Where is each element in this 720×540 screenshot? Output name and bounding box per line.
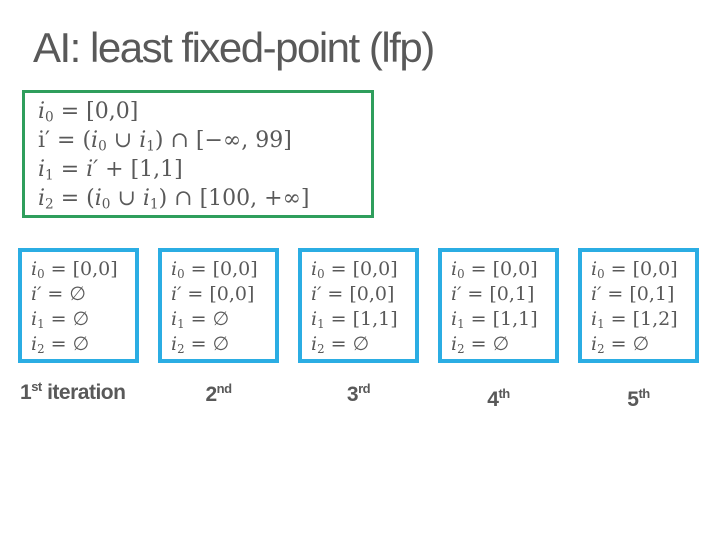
iteration-label-3-number: 3 xyxy=(346,383,359,406)
definition-equation-i1: i1 = i′ + [1,1] xyxy=(38,157,183,184)
iteration-label-2: 2nd xyxy=(158,381,279,407)
iteration-3-line-iprime: i′ = [0,0] xyxy=(311,283,395,305)
iteration-5-line-i2: i2 = ∅ xyxy=(591,333,650,356)
definition-equation-iprime: i′ = (i0 ∪ i1) ∩ [−∞, 99] xyxy=(38,128,292,155)
iteration-box-2: i0 = [0,0] i′ = [0,0] i1 = ∅ i2 = ∅ xyxy=(158,248,279,363)
slide-title: AI: least fixed-point (lfp) xyxy=(33,24,435,71)
iteration-box-5: i0 = [0,0] i′ = [0,1] i1 = [1,2] i2 = ∅ xyxy=(578,248,699,363)
iteration-label-5-number: 5 xyxy=(627,388,639,411)
iteration-3-line-i0: i0 = [0,0] xyxy=(311,258,398,281)
iteration-2-line-i0: i0 = [0,0] xyxy=(171,258,258,281)
iteration-label-3-ordinal: rd xyxy=(358,381,371,396)
iteration-label-1-text: iteration xyxy=(41,381,126,404)
iteration-4-line-iprime: i′ = [0,1] xyxy=(451,283,535,305)
iteration-1-line-i2: i2 = ∅ xyxy=(31,333,90,356)
iteration-label-1-ordinal: st xyxy=(31,379,42,394)
iteration-1-line-iprime: i′ = ∅ xyxy=(31,283,86,305)
iteration-4-line-i2: i2 = ∅ xyxy=(451,333,510,356)
iteration-label-5: 5th xyxy=(578,386,699,412)
iteration-box-3: i0 = [0,0] i′ = [0,0] i1 = [1,1] i2 = ∅ xyxy=(298,248,419,363)
iteration-label-4-number: 4 xyxy=(487,388,499,411)
iteration-1-line-i1: i1 = ∅ xyxy=(31,308,90,331)
iteration-5-line-i0: i0 = [0,0] xyxy=(591,258,678,281)
iteration-label-2-number: 2 xyxy=(205,383,217,406)
iteration-label-4: 4th xyxy=(438,386,559,412)
iteration-label-1: 1st iteration xyxy=(20,379,141,405)
iteration-box-4: i0 = [0,0] i′ = [0,1] i1 = [1,1] i2 = ∅ xyxy=(438,248,559,363)
iteration-box-1: i0 = [0,0] i′ = ∅ i1 = ∅ i2 = ∅ xyxy=(18,248,139,363)
iteration-3-line-i2: i2 = ∅ xyxy=(311,333,370,356)
iteration-4-line-i0: i0 = [0,0] xyxy=(451,258,538,281)
iteration-label-5-ordinal: th xyxy=(638,386,650,401)
iteration-5-line-iprime: i′ = [0,1] xyxy=(591,283,675,305)
iteration-label-3: 3rd xyxy=(298,381,419,407)
iteration-2-line-iprime: i′ = [0,0] xyxy=(171,283,255,305)
iteration-5-line-i1: i1 = [1,2] xyxy=(591,308,678,331)
iteration-label-4-ordinal: th xyxy=(498,386,510,401)
iteration-label-2-ordinal: nd xyxy=(216,381,232,396)
definition-equation-i2: i2 = (i0 ∪ i1) ∩ [100, +∞] xyxy=(38,186,310,213)
iteration-label-1-number: 1 xyxy=(20,381,32,404)
definition-equation-i0: i0 = [0,0] xyxy=(38,99,139,126)
iteration-1-line-i0: i0 = [0,0] xyxy=(31,258,118,281)
iteration-2-line-i2: i2 = ∅ xyxy=(171,333,230,356)
iteration-2-line-i1: i1 = ∅ xyxy=(171,308,230,331)
iteration-3-line-i1: i1 = [1,1] xyxy=(311,308,398,331)
definition-box: i0 = [0,0] i′ = (i0 ∪ i1) ∩ [−∞, 99] i1 … xyxy=(22,90,374,218)
iteration-4-line-i1: i1 = [1,1] xyxy=(451,308,538,331)
